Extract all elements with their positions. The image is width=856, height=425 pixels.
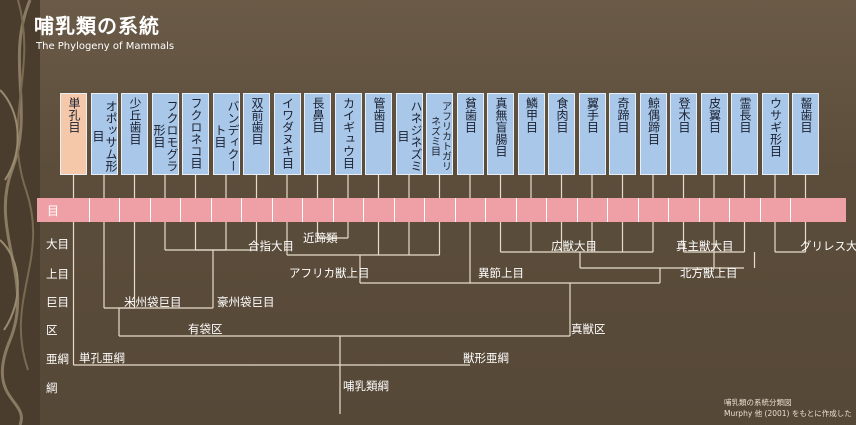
order-rank-divider: [729, 198, 730, 222]
order-rank-divider: [119, 198, 120, 222]
clade-prototheria: 単孔亜綱: [79, 351, 125, 365]
order-rank-divider: [576, 198, 578, 222]
order-box: 双前歯目: [243, 93, 270, 175]
order-box: ハネジネズミ目: [395, 93, 423, 175]
order-rank-divider: [241, 198, 242, 222]
order-box: 貧歯目: [456, 93, 484, 175]
rank-label-superorder: 大目: [46, 237, 69, 251]
order-box: 単孔目: [60, 93, 87, 175]
rank-label-megaorder: 巨目: [46, 295, 69, 309]
order-rank-divider: [637, 198, 639, 222]
order-rank-divider: [363, 198, 364, 222]
clade-australidelphia: 豪州袋巨目: [217, 295, 275, 309]
order-box: フクロモグラ形目: [151, 93, 179, 175]
clade-euarchontoglires: 真主獣大目: [676, 239, 734, 253]
decorative-swirl: [0, 0, 40, 425]
clade-mammalia: 哺乳類綱: [343, 379, 389, 393]
order-box: 奇蹄目: [609, 93, 636, 175]
order-box: 鯨偶蹄目: [639, 93, 667, 175]
clade-theria: 獣形亜綱: [463, 351, 509, 365]
rank-label-order: 目: [47, 204, 60, 218]
order-rank-divider: [332, 198, 334, 222]
order-rank-divider: [271, 198, 273, 222]
order-box: イワダヌキ目: [273, 93, 301, 175]
order-rank-bar: [37, 198, 846, 222]
order-rank-divider: [790, 198, 791, 222]
order-rank-divider: [485, 198, 486, 222]
order-box: ウサギ形目: [761, 93, 789, 175]
order-rank-divider: [88, 198, 90, 222]
order-box: 鱗甲目: [517, 93, 545, 175]
clade-ameridelphia: 米州袋巨目: [124, 295, 182, 309]
order-box: 皮翼目: [700, 93, 728, 175]
rank-label-class: 綱: [46, 381, 58, 395]
clade-boreoeutheria: 北方獣上目: [680, 266, 738, 280]
order-box: 翼手目: [578, 93, 606, 175]
order-box: 食肉目: [548, 93, 575, 175]
order-box: 長鼻目: [304, 93, 331, 175]
credit-line-1: 哺乳類の系統分類図: [724, 398, 792, 407]
order-rank-divider: [393, 198, 395, 222]
order-rank-divider: [210, 198, 212, 222]
credit-line-2: Murphy 他 (2001) をもとに作成した: [724, 409, 852, 418]
order-rank-divider: [302, 198, 303, 222]
clade-afrotheria: アフリカ獣上目: [289, 266, 370, 280]
order-box: 真無盲腸目: [487, 93, 514, 175]
order-rank-divider: [546, 198, 547, 222]
order-box: フクロネコ目: [182, 93, 209, 175]
order-rank-divider: [149, 198, 151, 222]
order-box: 登木目: [670, 93, 697, 175]
clade-eutheria: 真獣区: [571, 322, 606, 336]
order-rank-divider: [424, 198, 425, 222]
order-box: オポッサム形目: [90, 93, 118, 175]
order-rank-divider: [759, 198, 761, 222]
order-box: 霊長目: [731, 93, 758, 175]
order-rank-divider: [698, 198, 700, 222]
order-box: 管歯目: [365, 93, 392, 175]
order-box: アフリカトガリネズミ目: [426, 93, 453, 175]
clade-paenungulata: 近蹄類: [303, 231, 338, 245]
order-box: バンディクート目: [212, 93, 240, 175]
page-title: 哺乳類の系統: [34, 14, 160, 38]
clade-marsupialia: 有袋区: [188, 322, 223, 336]
order-box: カイギュウ目: [334, 93, 362, 175]
rank-label-grandorder: 上目: [46, 267, 69, 281]
clade-xenarthra: 異節上目: [478, 266, 524, 280]
order-rank-divider: [454, 198, 456, 222]
clade-glires: グリレス大目: [800, 239, 856, 253]
page-subtitle: The Phylogeny of Mammals: [36, 41, 175, 52]
clade-laurasiatheria: 広獣大目: [551, 239, 597, 253]
order-rank-divider: [607, 198, 608, 222]
order-box: 少丘歯目: [121, 93, 148, 175]
order-box: 齧歯目: [792, 93, 819, 175]
order-rank-divider: [668, 198, 669, 222]
clade-syndactyla: 合指大目: [248, 239, 294, 253]
rank-label-cohort: 区: [46, 323, 58, 337]
order-rank-divider: [180, 198, 181, 222]
rank-label-subclass: 亜綱: [46, 352, 69, 366]
order-rank-divider: [515, 198, 517, 222]
